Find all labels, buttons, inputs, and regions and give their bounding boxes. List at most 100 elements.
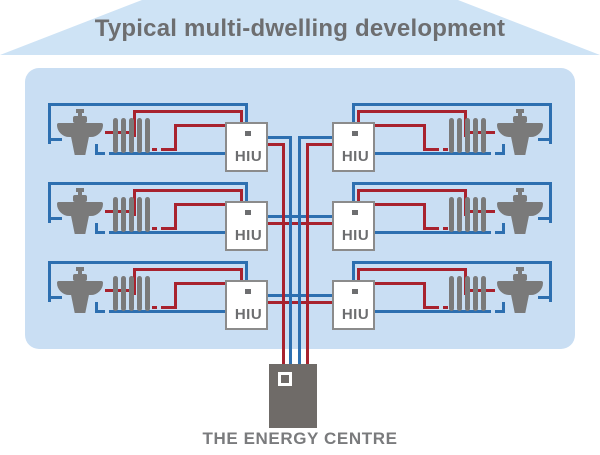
pipe-flow-red [357,189,467,192]
basin-bowl [497,123,543,137]
radiator-bar [121,197,126,232]
tap-cap [76,267,84,271]
tap-body [513,195,527,202]
pipe-flow-red [306,143,309,365]
energy-centre-label: THE ENERGY CENTRE [202,429,398,448]
pipe-return-blue [352,182,355,201]
hiu-box: HIU [332,280,375,330]
hiu-box: HIU [225,201,268,251]
tap-stem [78,271,82,275]
pipe-flow-red [133,271,136,295]
pipe-flow-red [357,271,360,280]
pipe-flow-red [423,285,426,306]
pipe-break [439,147,443,152]
pipe-break [491,230,495,235]
radiator-bar [145,197,150,232]
pipe-flow-red [268,143,285,146]
pipe-flow-red [240,271,243,280]
hiu-box: HIU [225,280,268,330]
tap-body [73,195,87,202]
pipe-return-blue [48,182,248,185]
pipe-flow-red [174,203,225,206]
radiator-icon [113,276,151,311]
pipe-return-blue [95,231,225,234]
pipe-return-blue [538,296,552,299]
tap-body [73,116,87,123]
radiator-bar [449,276,454,311]
pipe-return-blue [352,103,552,106]
pipe-flow-red [152,227,177,230]
hiu-indicator-icon [245,289,251,294]
radiator-icon [113,118,151,153]
hiu-indicator-icon [245,131,251,136]
radiator-bar [137,197,142,232]
hiu-box: HIU [332,122,375,172]
pipe-return-blue [502,223,505,231]
pipe-flow-red [105,131,136,134]
radiator-bar [129,197,134,232]
pipe-flow-red [464,210,495,213]
pipe-flow-red [152,148,177,151]
basin-bowl [57,281,103,295]
basin-pedestal [70,136,90,155]
radiator-bar [113,197,118,232]
pipe-flow-red [152,306,177,309]
radiator-bar [137,118,142,153]
hiu-label: HIU [234,306,263,323]
pipe-return-blue [268,136,292,139]
pipe-flow-red [423,206,426,227]
pipe-return-blue [95,152,225,155]
radiator-bar [465,197,470,232]
pipe-return-blue [298,136,332,139]
radiator-icon [449,197,487,232]
radiator-bar [113,118,118,153]
pipe-flow-red [423,127,426,148]
pipe-flow-red [357,113,360,122]
tap-cap [516,267,524,271]
radiator-bar [449,197,454,232]
pipe-flow-red [423,306,448,309]
pipe-return-blue [298,136,301,365]
hiu-indicator-icon [352,131,358,136]
pipe-flow-red [306,143,332,146]
pipe-break [105,151,109,156]
hiu-label: HIU [341,227,370,244]
basin-icon [55,109,105,156]
radiator-bar [481,118,486,153]
radiator-bar [473,276,478,311]
pipe-return-blue [48,106,51,144]
pipe-return-blue [549,185,552,223]
pipe-flow-red [133,189,243,192]
tap-stem [78,113,82,117]
pipe-flow-red [105,210,136,213]
pipe-break [491,151,495,156]
pipe-return-blue [375,310,505,313]
pipe-return-blue [48,185,51,223]
pipe-break [105,309,109,314]
boiler-icon [278,372,292,386]
tap-stem [518,192,522,196]
radiator-bar [457,118,462,153]
pipe-flow-red [174,124,225,127]
tap-body [513,116,527,123]
pipe-flow-red [133,268,243,271]
basin-bowl [497,281,543,295]
tap-body [513,274,527,281]
pipe-return-blue [245,261,248,280]
pipe-flow-red [174,285,177,306]
radiator-bar [465,276,470,311]
pipe-return-blue [48,103,248,106]
pipe-flow-red [375,203,426,206]
pipe-return-blue [48,138,62,141]
energy-centre-box [269,364,317,428]
tap-cap [76,109,84,113]
diagram-title: Typical multi-dwelling development [94,15,506,42]
radiator-bar [473,118,478,153]
pipe-break [105,230,109,235]
tap-cap [76,188,84,192]
radiator-bar [145,118,150,153]
tap-stem [518,113,522,117]
pipe-flow-red [105,289,136,292]
hiu-label: HIU [341,306,370,323]
